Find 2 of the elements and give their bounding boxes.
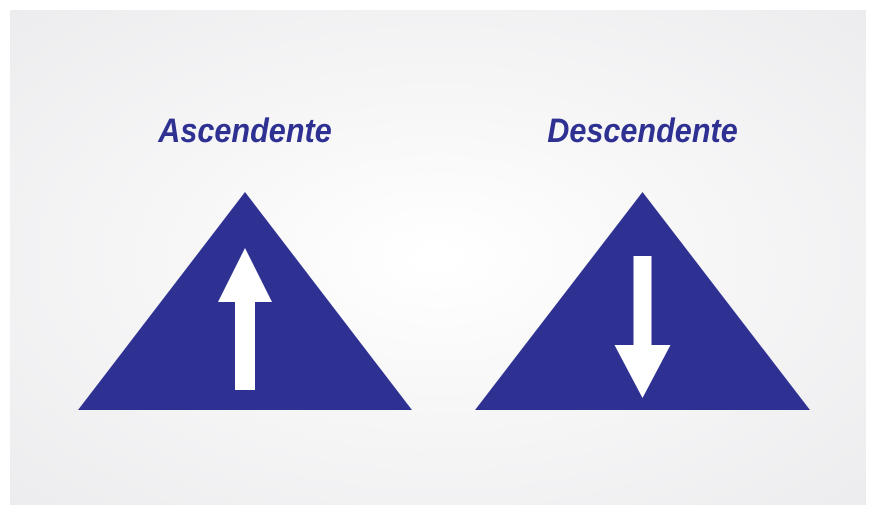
heading-text: Ascendente [156, 112, 333, 151]
heading-text: Descendente [546, 112, 739, 151]
